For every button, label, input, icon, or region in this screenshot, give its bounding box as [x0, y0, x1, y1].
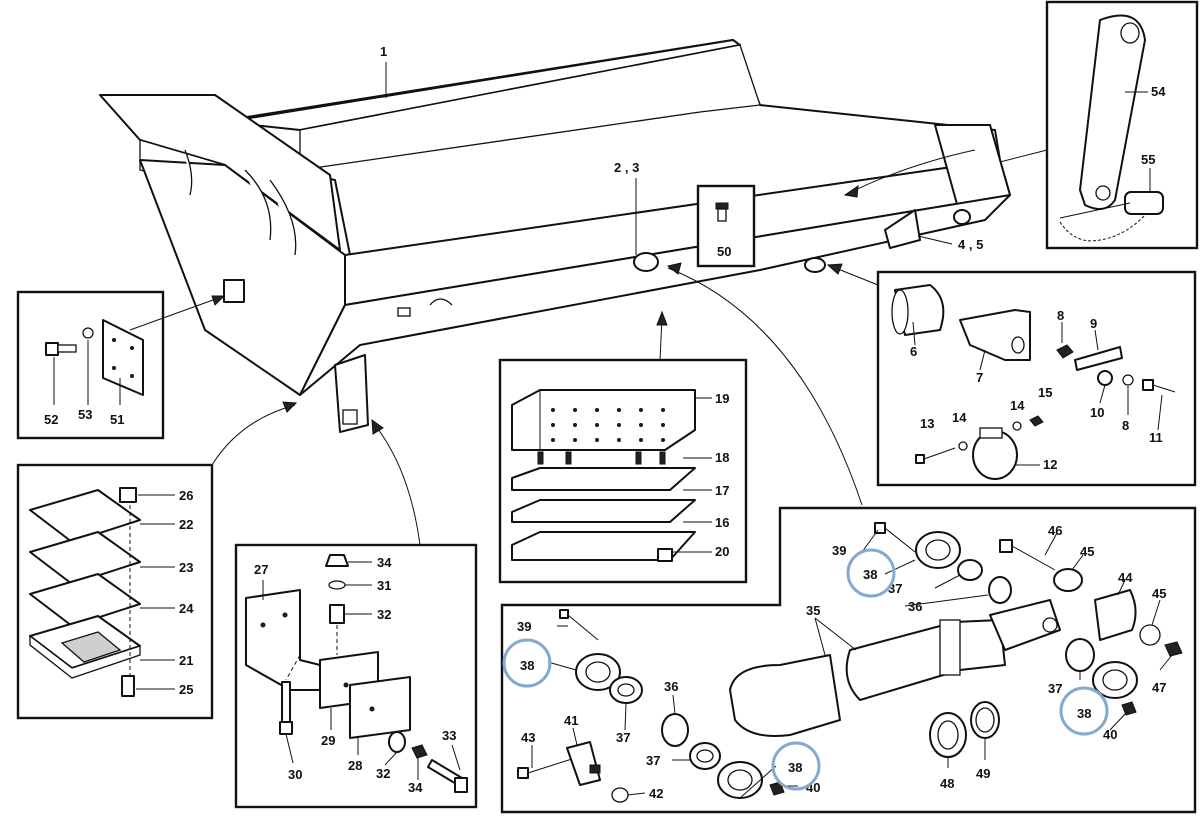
label-34b: 34: [408, 780, 423, 795]
label-7: 7: [976, 370, 983, 385]
callout-box-54-55: 54 55: [999, 0, 1199, 250]
label-11: 11: [1149, 430, 1163, 445]
block-holes: [551, 408, 665, 442]
label-25: 25: [179, 682, 193, 697]
label-53: 53: [78, 407, 92, 422]
label-48: 48: [940, 776, 954, 791]
label-1: 1: [380, 44, 387, 59]
label-20: 20: [715, 544, 729, 559]
label-14b: 14: [1010, 398, 1025, 413]
label-44: 44: [1118, 570, 1133, 585]
label-36b: 36: [908, 599, 922, 614]
label-4-5: 4 , 5: [958, 237, 983, 252]
highlight-circle-38d: [1059, 686, 1109, 736]
label-37d: 37: [1048, 681, 1062, 696]
label-37a: 37: [616, 730, 630, 745]
label-47: 47: [1152, 680, 1166, 695]
label-38d: 38: [1077, 706, 1091, 721]
label-39b: 39: [832, 543, 846, 558]
label-38a: 38: [520, 658, 534, 673]
label-45b: 45: [1152, 586, 1166, 601]
label-13: 13: [920, 416, 934, 431]
label-6: 6: [910, 344, 917, 359]
label-26: 26: [179, 488, 193, 503]
label-50: 50: [717, 244, 731, 259]
callout-box-51-53: 52 53 51: [16, 290, 226, 440]
callout-box-50: 50: [696, 184, 756, 268]
label-33: 33: [442, 728, 456, 743]
callout-box-21-26: 26 22 23 24 21 25: [16, 401, 298, 720]
label-36a: 36: [664, 679, 678, 694]
label-2-3: 2 , 3: [614, 160, 639, 175]
label-38b: 38: [788, 760, 802, 775]
label-32b: 32: [376, 766, 390, 781]
callout-box-27-34: 27 34 31 32 29 28 30 32 34 33: [234, 418, 478, 809]
label-55: 55: [1141, 152, 1155, 167]
label-12: 12: [1043, 457, 1057, 472]
label-8a: 8: [1057, 308, 1064, 323]
label-34a: 34: [377, 555, 392, 570]
label-17: 17: [715, 483, 729, 498]
label-30: 30: [288, 767, 302, 782]
label-28: 28: [348, 758, 362, 773]
callout-box-16-20: 19 18 17 16 20: [498, 310, 748, 584]
label-22: 22: [179, 517, 193, 532]
label-31: 31: [377, 578, 391, 593]
label-54: 54: [1151, 84, 1166, 99]
label-52: 52: [44, 412, 58, 427]
label-18: 18: [715, 450, 729, 465]
label-42: 42: [649, 786, 663, 801]
label-37b: 37: [646, 753, 660, 768]
label-39a: 39: [517, 619, 531, 634]
label-23: 23: [179, 560, 193, 575]
label-38c: 38: [863, 567, 877, 582]
label-51: 51: [110, 412, 124, 427]
label-27: 27: [254, 562, 268, 577]
label-15: 15: [1038, 385, 1052, 400]
highlight-circle-38a: [502, 638, 552, 688]
label-46: 46: [1048, 523, 1062, 538]
label-9: 9: [1090, 316, 1097, 331]
callout-box-cylinder: 35 39 38 37 36 37 38 40 43 41 42 39 38 3…: [500, 262, 1197, 814]
highlight-circle-38b: [771, 741, 821, 791]
dump-body: [99, 39, 1011, 433]
label-45a: 45: [1080, 544, 1094, 559]
label-41: 41: [564, 713, 578, 728]
label-16: 16: [715, 515, 729, 530]
label-19: 19: [715, 391, 729, 406]
label-40b: 40: [1103, 727, 1117, 742]
label-8b: 8: [1122, 418, 1129, 433]
label-24: 24: [179, 601, 194, 616]
label-43: 43: [521, 730, 535, 745]
label-32a: 32: [377, 607, 391, 622]
label-14a: 14: [952, 410, 967, 425]
highlight-circle-38c: [846, 548, 896, 598]
label-10: 10: [1090, 405, 1104, 420]
label-49: 49: [976, 766, 990, 781]
label-35: 35: [806, 603, 820, 618]
label-21: 21: [179, 653, 193, 668]
leader-4-5: [917, 235, 953, 245]
callout-box-6-15: 6 7 8 9 10 8 11 13 14 14 15 12: [826, 263, 1197, 487]
label-29: 29: [321, 733, 335, 748]
